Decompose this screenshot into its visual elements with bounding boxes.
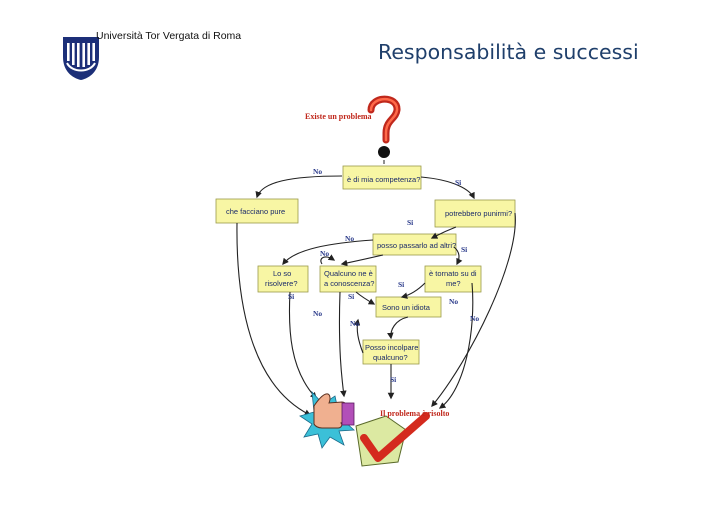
node-tornato-text-1: è tornato su di <box>429 269 477 278</box>
edge-label: Si <box>455 178 461 187</box>
node-qualcuno-text-2: a conoscenza? <box>324 279 374 288</box>
edge-label: No <box>470 314 479 323</box>
node-facciano <box>215 198 299 224</box>
node-passarlo-text: posso passarlo ad altri? <box>377 241 456 250</box>
edge-label: No <box>313 167 322 176</box>
thumbs-up-icon <box>299 390 355 449</box>
edge-label: No <box>350 319 359 328</box>
edge-label: No <box>313 309 322 318</box>
edge-label: No <box>320 249 329 258</box>
edge-label: Si <box>461 245 467 254</box>
node-facciano-text: che facciano pure <box>226 207 285 216</box>
node-tornato-text-2: me? <box>446 279 461 288</box>
edge-label: Si <box>288 292 294 301</box>
node-passarlo <box>372 233 457 256</box>
slide-title: Responsabilità e successi <box>378 40 639 64</box>
node-qualcuno-text-1: Qualcuno ne è <box>324 269 373 278</box>
check-mark-icon <box>355 412 430 467</box>
start-label: Existe un problema <box>305 112 372 121</box>
university-name: Università Tor Vergata di Roma <box>96 30 242 42</box>
edge-label: Si <box>390 375 396 384</box>
node-idiota-text: Sono un idiota <box>382 303 431 312</box>
node-tornato <box>424 265 482 293</box>
node-competenza-text: è di mia competenza? <box>347 175 420 184</box>
question-mark-icon <box>367 95 401 158</box>
node-loso <box>257 265 309 293</box>
node-punirmi-text: potrebbero punirmi? <box>445 209 512 218</box>
flow-arrows <box>236 175 516 416</box>
edge-label: No <box>449 297 458 306</box>
node-incolpare-text-2: qualcuno? <box>373 353 408 362</box>
end-label: Il problema è risolto <box>380 409 449 418</box>
edge-label: No <box>345 234 354 243</box>
edge-label: Si <box>348 292 354 301</box>
node-loso-text-2: risolvere? <box>265 279 298 288</box>
university-logo <box>63 37 99 80</box>
node-loso-text-1: Lo so <box>273 269 291 278</box>
node-idiota <box>375 296 442 318</box>
edge-label: Si <box>398 280 404 289</box>
node-punirmi <box>434 199 516 228</box>
node-qualcuno <box>319 265 377 293</box>
node-incolpare-text-1: Posso incolpare <box>365 343 418 352</box>
edge-labels: No Si Si No No Si Si No Si Si No No No S… <box>288 167 479 384</box>
edge-label: Si <box>407 218 413 227</box>
